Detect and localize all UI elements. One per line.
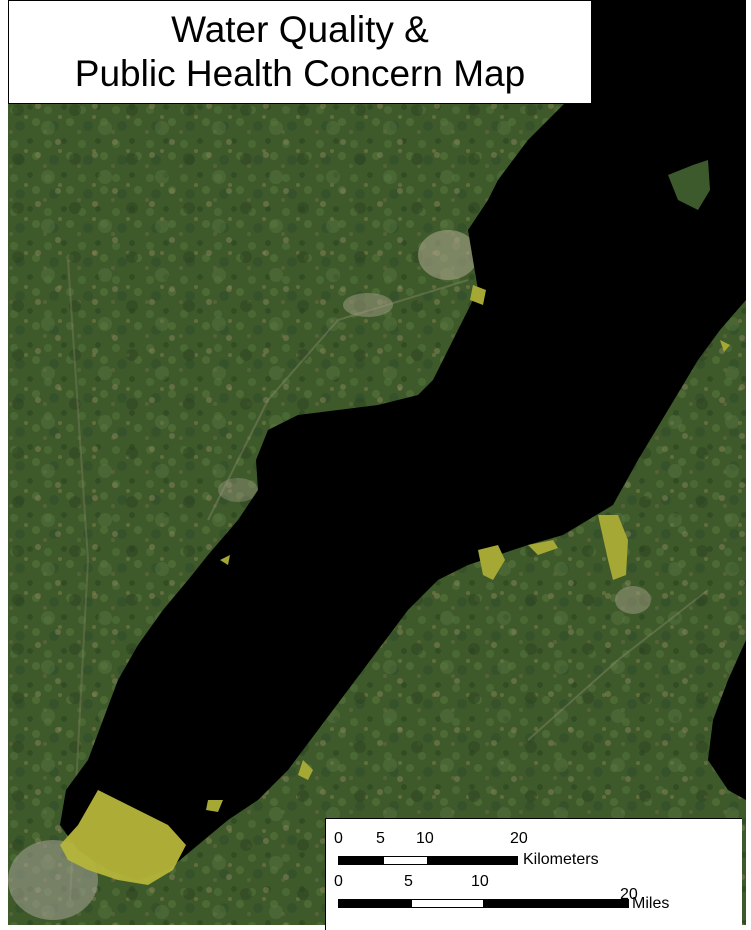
satellite-map[interactable]	[8, 0, 746, 925]
town-area	[418, 230, 478, 280]
algae-bloom-strip	[598, 515, 628, 580]
algae-bloom-area	[60, 790, 186, 885]
km-bar-seg-3	[427, 856, 518, 865]
algae-bloom-strip	[206, 800, 223, 812]
algae-bloom-strip	[528, 540, 558, 555]
mi-tick-10: 10	[471, 873, 489, 890]
algae-bloom-strip	[720, 340, 730, 352]
mi-bar-seg-3	[483, 899, 629, 908]
island	[668, 160, 710, 210]
map-title: Water Quality & Public Health Concern Ma…	[8, 0, 592, 104]
mi-tick-0: 0	[334, 873, 343, 890]
map-canvas	[8, 0, 746, 925]
km-unit-label: Kilometers	[523, 851, 599, 868]
km-bar-seg-2	[383, 856, 428, 865]
algae-bloom-strip	[470, 285, 486, 305]
mi-bar-seg-1	[338, 899, 412, 908]
mi-tick-5: 5	[404, 873, 413, 890]
road	[527, 589, 709, 741]
map-title-line1: Water Quality &	[171, 9, 429, 50]
map-title-line2: Public Health Concern Map	[74, 53, 526, 94]
mi-tick-20: 20	[620, 886, 638, 903]
mi-bar-seg-2	[411, 899, 484, 908]
town-area	[615, 586, 651, 614]
town-area	[343, 293, 393, 317]
road	[207, 279, 469, 521]
algae-bloom-strip	[220, 555, 230, 565]
algae-bloom-strip	[478, 545, 505, 580]
km-tick-0: 0	[334, 830, 343, 847]
town-area	[218, 478, 258, 502]
scale-bar-panel: 0 5 10 20 Kilometers 0 5 10 20 Miles	[325, 818, 742, 930]
lake-water-east	[708, 640, 746, 800]
km-bar-seg-1	[338, 856, 384, 865]
km-tick-10: 10	[416, 830, 434, 847]
km-tick-20: 20	[510, 830, 528, 847]
algae-bloom-strip	[298, 760, 313, 780]
lake-water	[60, 0, 746, 880]
km-tick-5: 5	[376, 830, 385, 847]
mi-unit-label: Miles	[632, 895, 670, 912]
